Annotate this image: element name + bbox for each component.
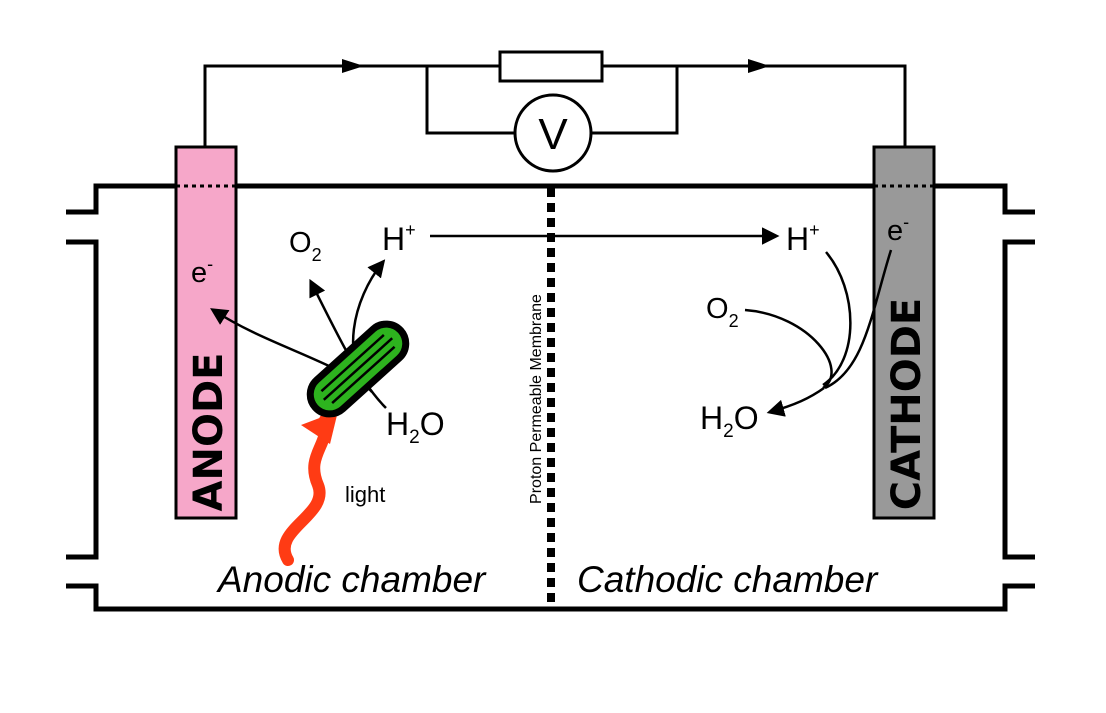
cell-vessel [66,183,1035,612]
cathodic-chamber-label: Cathodic chamber [577,559,879,600]
cathode-proton-label: H+ [786,220,820,257]
anode-oxygen-label: O2 [289,227,322,265]
cathode-water-label: H2O [700,400,759,442]
anode-water-label: H2O [386,406,445,448]
anode-proton-label: H+ [382,220,416,257]
light-label: light [345,482,385,507]
current-arrow-right [748,59,770,73]
cathode-bar [872,145,936,520]
photosynthetic-cell [306,320,410,418]
anodic-chamber-label: Anodic chamber [216,559,487,600]
anode-label: ANODE [186,353,232,512]
resistor [498,50,604,83]
anode-electrode: ANODE [174,145,238,520]
cathode-electrode: CATHODE [872,145,936,520]
membrane: Proton Permeable Membrane [528,188,555,606]
cathode-label: CATHODE [884,298,930,511]
voltmeter [513,93,593,173]
external-circuit: V [203,50,907,173]
current-arrow-left [342,59,364,73]
cathode-oxygen-label: O2 [706,293,739,331]
cathode-electron-label: e- [887,212,909,247]
anode-bar [174,145,238,520]
cathodic-reaction-arrows [744,249,893,417]
membrane-label: Proton Permeable Membrane [528,294,545,504]
light-ray-head [301,411,338,444]
voltmeter-label: V [538,110,568,159]
light-ray [278,414,332,566]
anode-electron-label: e- [191,254,213,289]
